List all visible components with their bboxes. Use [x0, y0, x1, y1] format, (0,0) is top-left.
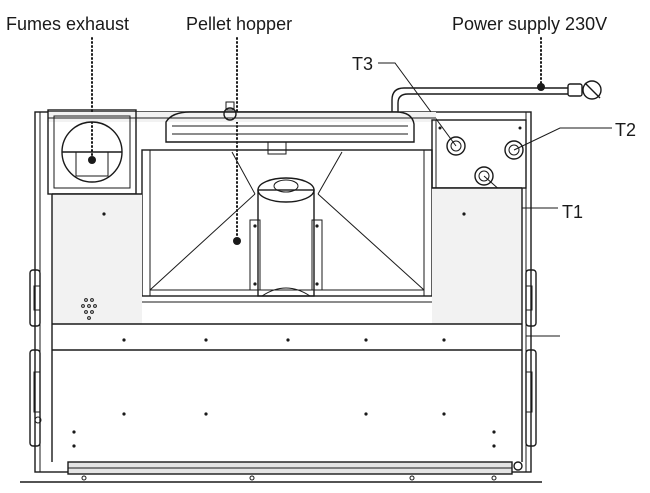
- power-supply-label: Power supply 230V: [452, 14, 607, 34]
- stove-base: [20, 461, 542, 483]
- connection-panel: [431, 119, 527, 189]
- upper-body-panel: [51, 187, 523, 350]
- fumes-exhaust-label: Fumes exhaust: [6, 14, 129, 34]
- power-supply-marker: [537, 83, 545, 91]
- t1-connector: [474, 166, 494, 186]
- hopper-lid: [165, 101, 415, 155]
- left-side-brackets: [29, 269, 42, 447]
- pellet-hopper-label: Pellet hopper: [186, 14, 292, 34]
- t1-label: T1: [562, 202, 583, 222]
- fumes-exhaust-marker: [88, 156, 96, 164]
- t3-connector: [446, 136, 466, 156]
- fumes-exhaust-outlet: [47, 109, 137, 195]
- t2-label: T2: [615, 120, 636, 140]
- power-cable: [391, 80, 602, 122]
- pellet-hopper-marker: [233, 237, 241, 245]
- t2-connector: [504, 140, 524, 160]
- lower-body-panel: [51, 349, 523, 462]
- t3-label: T3: [352, 54, 373, 74]
- pellet-hopper: [141, 149, 433, 297]
- right-side-brackets: [513, 269, 560, 471]
- t2-leader: [513, 127, 612, 151]
